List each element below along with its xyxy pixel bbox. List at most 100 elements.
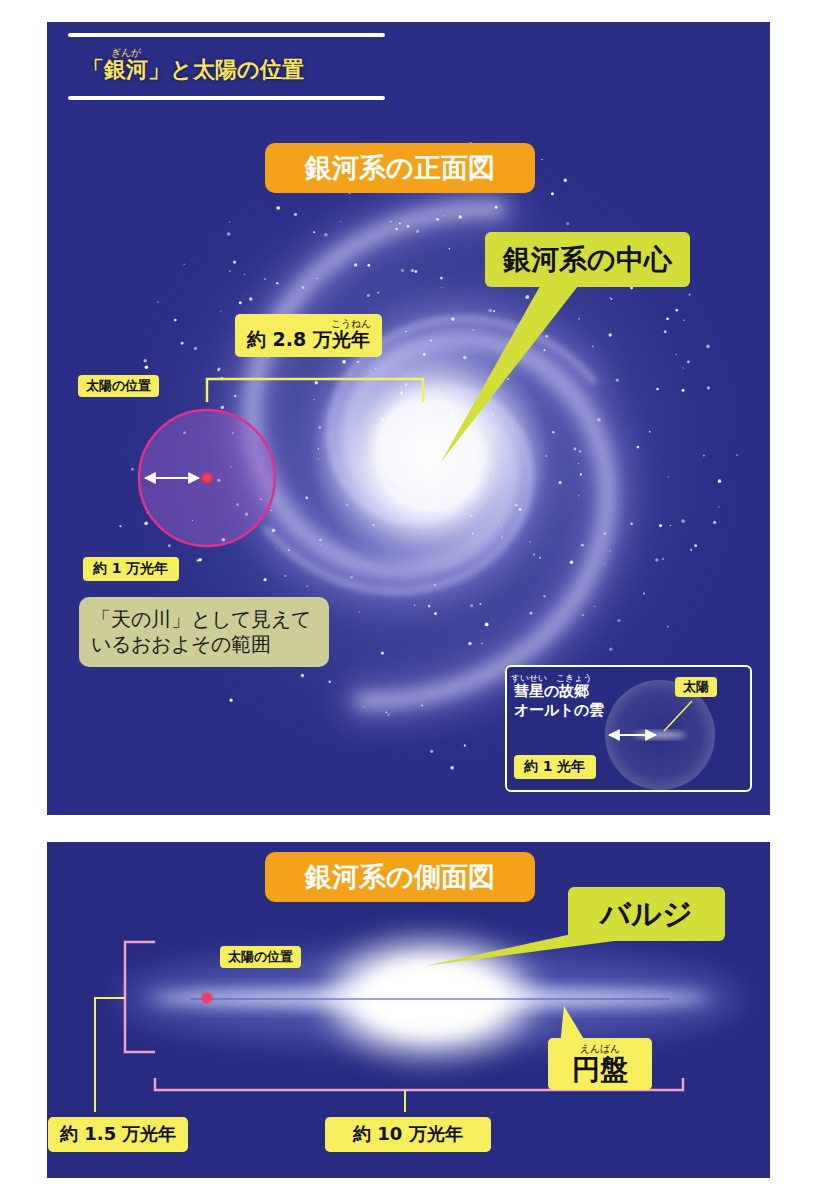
star: [145, 366, 149, 370]
star: [545, 335, 548, 338]
star: [377, 292, 379, 294]
star: [609, 297, 610, 298]
star: [604, 532, 606, 534]
star: [676, 354, 677, 355]
star: [288, 549, 290, 551]
star: [543, 349, 545, 351]
callout-pointer: [441, 286, 578, 462]
star: [449, 248, 451, 250]
star: [609, 648, 613, 652]
star: [581, 544, 584, 547]
star: [687, 361, 690, 364]
star: [239, 301, 242, 304]
note-box: 「天の川」として見えているおおよその範囲: [79, 597, 329, 667]
star: [411, 269, 414, 272]
star: [390, 221, 392, 223]
callout-box: バルジ: [568, 887, 725, 941]
leader-line: [95, 998, 125, 1112]
star: [428, 605, 431, 608]
callout-box: 銀河系の中心: [485, 232, 690, 287]
star: [655, 558, 658, 561]
star: [229, 270, 230, 271]
star: [434, 612, 437, 615]
inset-ground: [505, 665, 752, 792]
star: [539, 557, 541, 559]
star: [272, 529, 276, 533]
star: [342, 360, 346, 364]
leader-line: [664, 701, 692, 731]
star: [570, 560, 573, 563]
position-label: 太陽の位置: [220, 946, 301, 968]
star: [416, 230, 419, 233]
box-text: 約 1 光年: [524, 758, 586, 776]
star: [706, 345, 710, 349]
star: [578, 495, 580, 497]
star: [703, 454, 705, 456]
ruby-reading: ぎんが: [111, 48, 141, 58]
star: [324, 233, 328, 237]
star: [664, 330, 667, 333]
star: [233, 260, 236, 263]
star: [690, 549, 692, 551]
star: [368, 264, 371, 267]
star: [689, 294, 691, 296]
title-rule: [70, 96, 383, 100]
star: [580, 473, 582, 475]
dimension-bracket: [125, 942, 155, 1052]
star: [229, 222, 230, 223]
star: [682, 367, 683, 368]
star: [157, 301, 159, 303]
star: [395, 228, 398, 231]
star: [414, 270, 417, 273]
star: [406, 331, 407, 332]
star: [718, 479, 722, 483]
milky-way-range: [139, 410, 275, 546]
position-label: 太陽: [675, 677, 717, 697]
box-text: バルジ: [600, 895, 693, 933]
star: [381, 652, 384, 655]
star: [276, 282, 278, 284]
box-text: 太陽: [683, 679, 709, 695]
star: [525, 295, 529, 299]
star: [470, 604, 473, 607]
panel-ground: [47, 842, 770, 1178]
dimension-box: 約 10 万光年: [325, 1117, 491, 1152]
star: [220, 311, 221, 312]
star: [459, 215, 462, 218]
star: [559, 481, 562, 484]
view-heading: 銀河系の正面図: [265, 143, 535, 193]
star: [244, 274, 245, 275]
box-text: 約 1.5 万光年: [60, 1123, 176, 1146]
dimension-arrow: [145, 477, 199, 479]
star: [566, 222, 569, 225]
ruby-reading: こきょう: [556, 674, 592, 683]
star: [168, 544, 171, 547]
star: [479, 603, 481, 605]
star: [493, 310, 495, 312]
star: [668, 476, 669, 477]
box-text: 約 1 万光年: [93, 560, 169, 578]
dimension-box: 約 1 万光年: [83, 557, 179, 581]
sun-dot: [204, 995, 210, 1001]
star: [315, 381, 318, 384]
box-text: 約 10 万光年: [353, 1123, 463, 1146]
star: [529, 541, 531, 543]
star: [578, 318, 580, 320]
dimension-box: 約 1 光年: [514, 755, 596, 779]
star: [276, 206, 280, 210]
star: [440, 277, 443, 280]
star: [468, 642, 471, 645]
star: [630, 522, 633, 525]
star: [386, 711, 388, 713]
star: [363, 706, 364, 707]
star: [313, 231, 315, 233]
star: [306, 585, 308, 587]
star: [543, 595, 545, 597]
star: [354, 263, 357, 266]
sun-dot: [204, 475, 210, 481]
box-text: 彗星の故郷 オールトの雲: [514, 682, 606, 720]
star: [407, 225, 410, 228]
star: [574, 448, 577, 451]
ruby-reading: すいせい: [511, 674, 547, 683]
star: [533, 554, 535, 556]
